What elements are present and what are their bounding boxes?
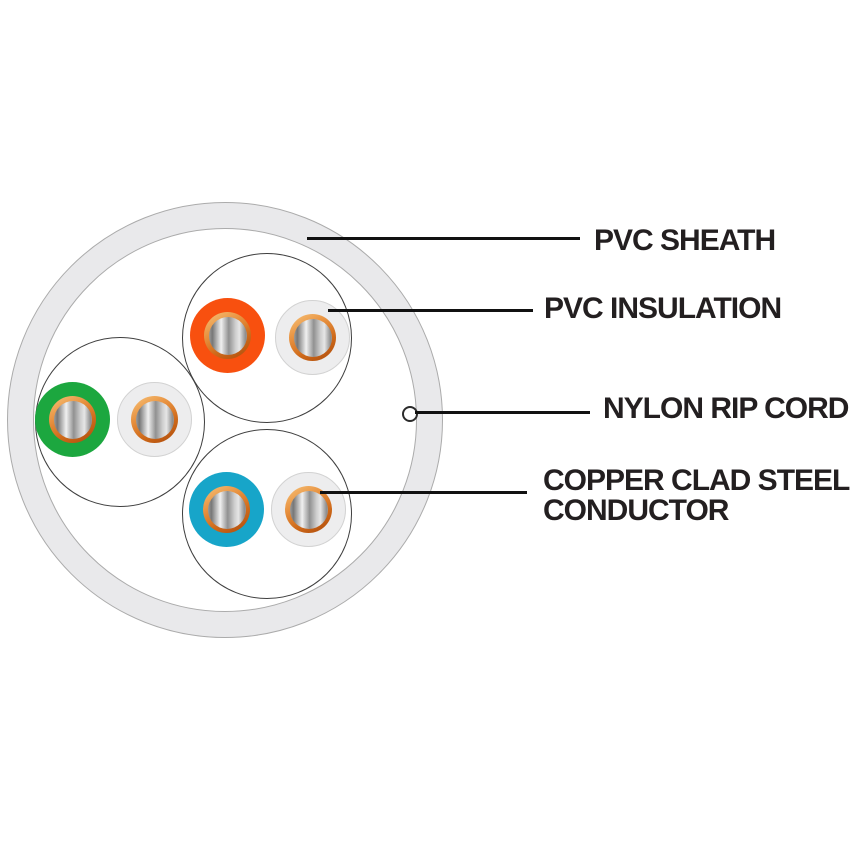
conductor-white-top <box>275 300 350 375</box>
label-pvc-sheath: PVC SHEATH <box>594 224 776 257</box>
steel-core <box>135 400 174 439</box>
steel-core <box>289 490 328 529</box>
steel-core <box>207 490 246 529</box>
steel-core <box>53 400 92 439</box>
label-copper-clad-steel-conductor: COPPER CLAD STEEL CONDUCTOR <box>543 464 850 527</box>
copper-ring <box>204 312 251 359</box>
leader-line-pvc-sheath <box>307 237 580 240</box>
leader-line-nylon-rip-cord <box>415 411 590 414</box>
label-line-1: COPPER CLAD STEEL <box>543 464 850 497</box>
leader-line-copper-clad-steel <box>320 491 527 494</box>
copper-ring <box>131 396 178 443</box>
copper-ring <box>289 314 336 361</box>
conductor-orange <box>190 298 265 373</box>
conductor-blue <box>189 472 264 547</box>
copper-ring <box>285 486 332 533</box>
steel-core <box>208 316 247 355</box>
steel-core <box>293 318 332 357</box>
copper-ring <box>203 486 250 533</box>
copper-ring <box>49 396 96 443</box>
leader-line-pvc-insulation <box>328 309 533 312</box>
label-pvc-insulation: PVC INSULATION <box>544 292 782 325</box>
conductor-white-left <box>117 382 192 457</box>
conductor-white-bottom <box>271 472 346 547</box>
conductor-green <box>35 382 110 457</box>
nylon-rip-cord-dot <box>402 406 418 422</box>
label-line-2: CONDUCTOR <box>543 494 729 527</box>
label-nylon-rip-cord: NYLON RIP CORD <box>603 392 849 425</box>
